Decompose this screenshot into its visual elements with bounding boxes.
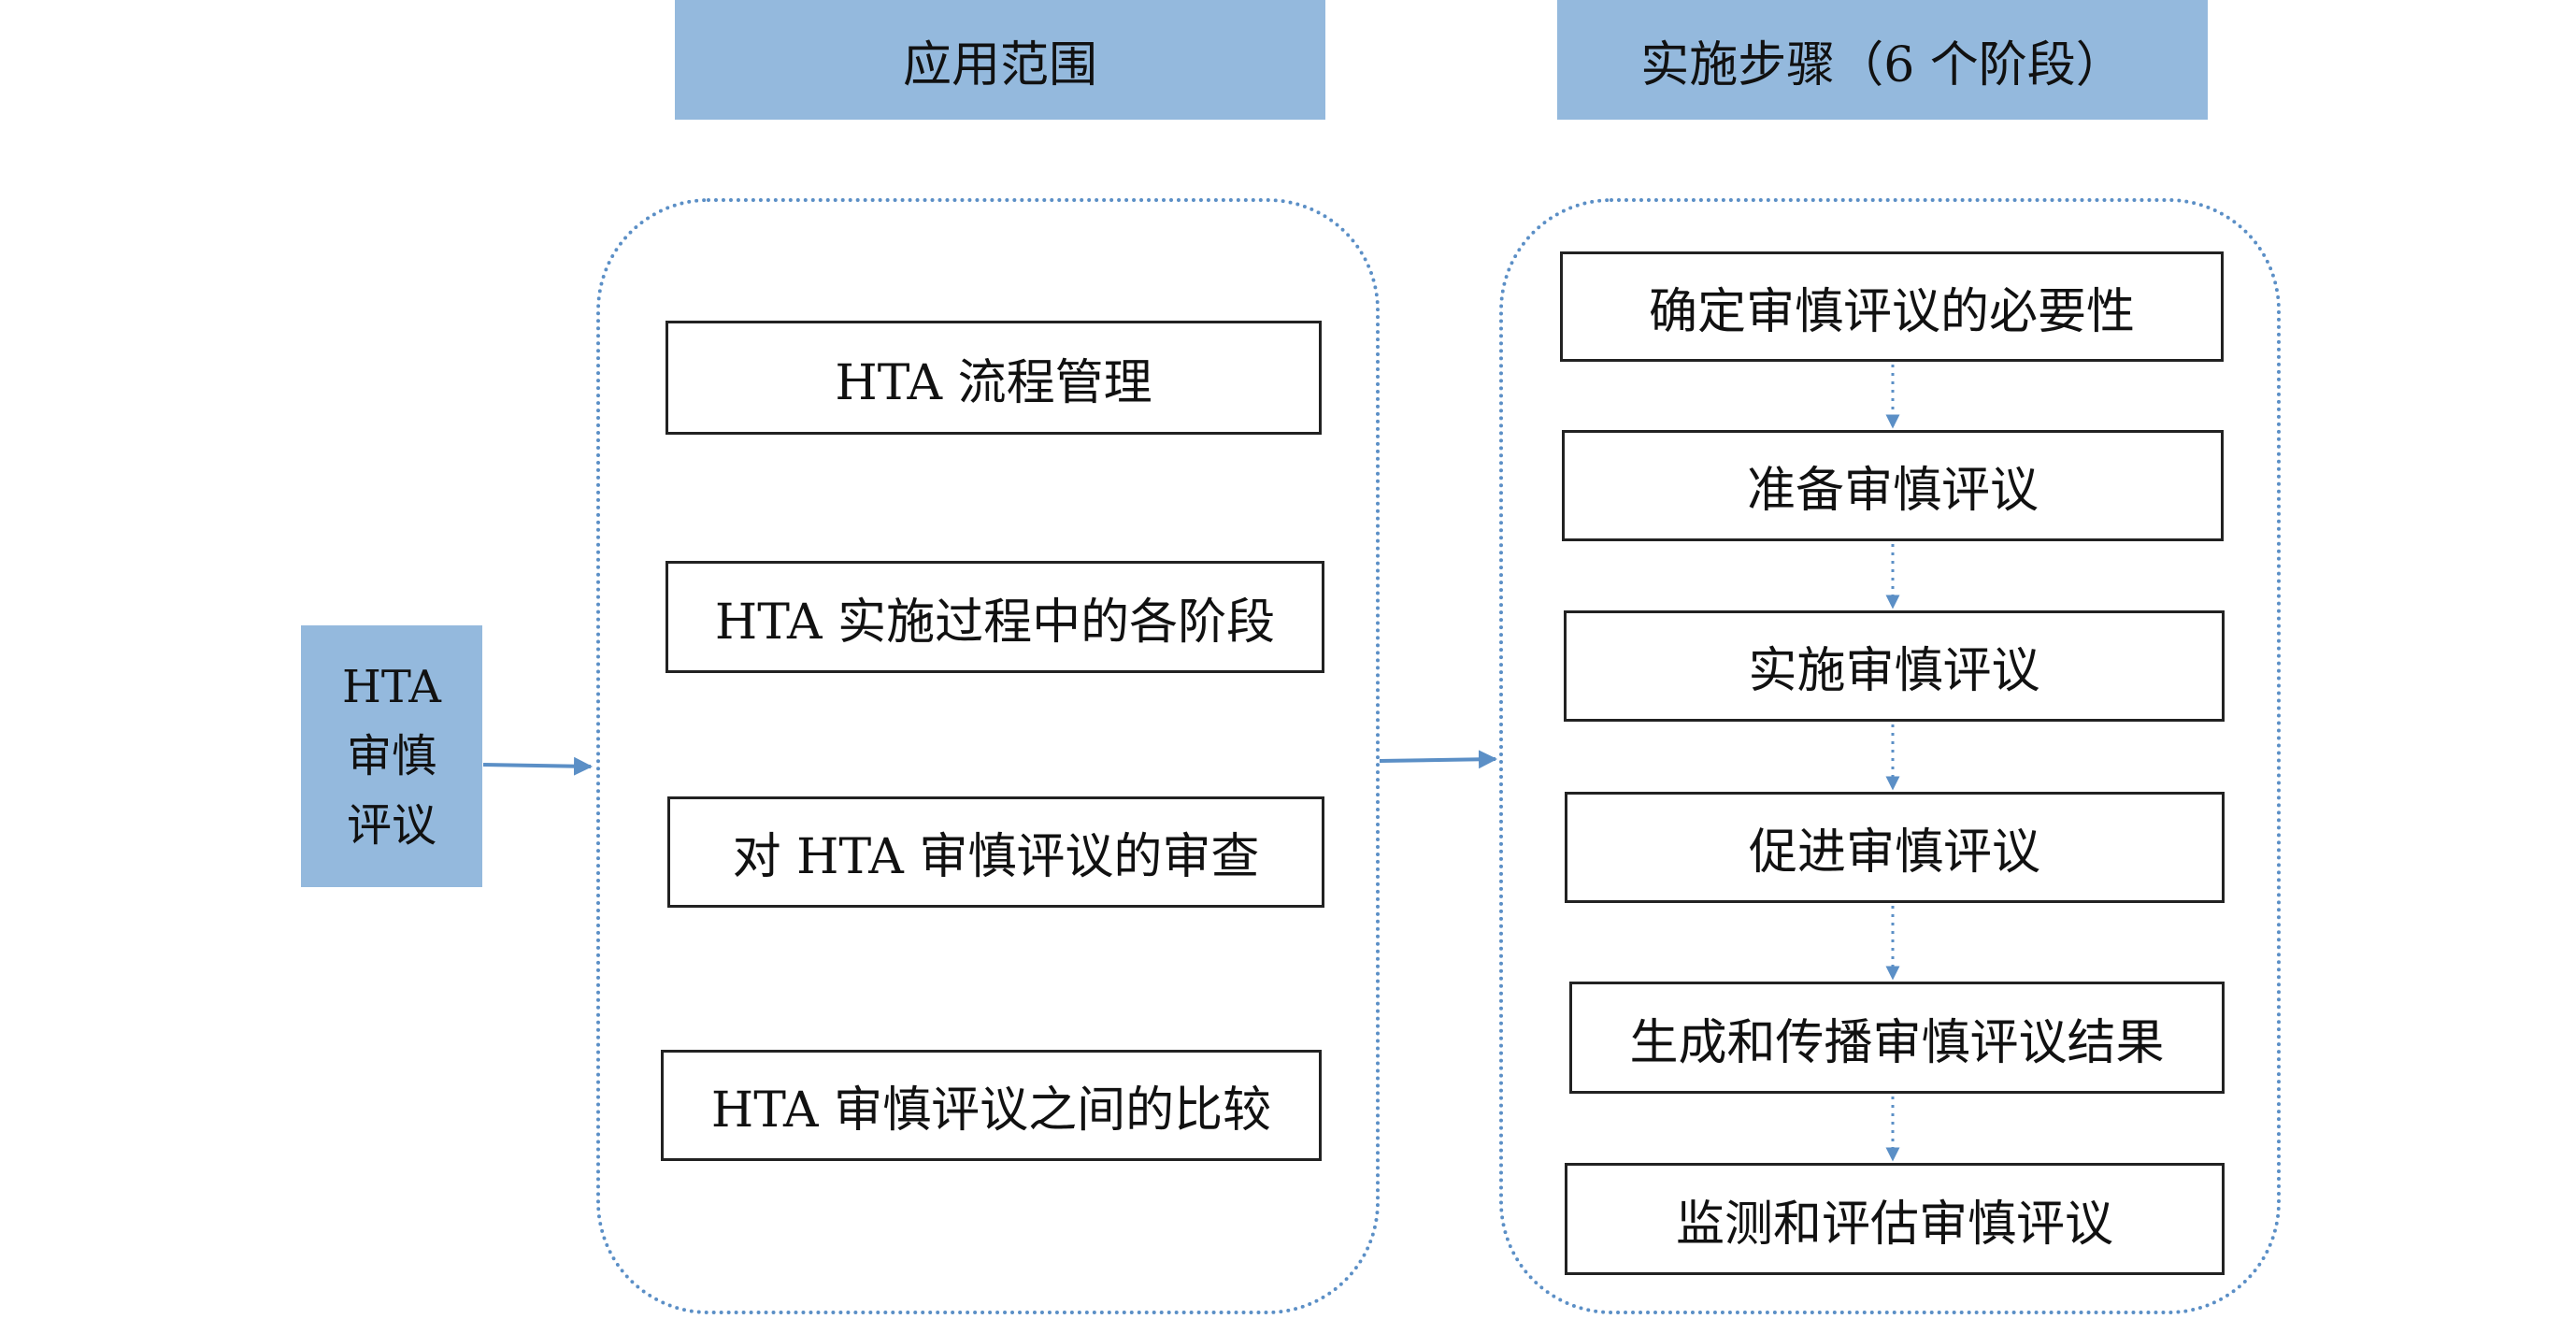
root-label-line3: 评议 xyxy=(346,799,436,852)
step-2-box: 准备审慎评议 xyxy=(1562,430,2224,541)
step-5-box: 生成和传播审慎评议结果 xyxy=(1569,982,2225,1094)
root-label-line2: 审慎 xyxy=(346,730,436,782)
arrow-scope-to-steps xyxy=(1379,750,1497,769)
step-3-box: 实施审慎评议 xyxy=(1564,610,2225,722)
scope-group xyxy=(596,198,1380,1314)
arrow-root-to-scope xyxy=(482,756,593,776)
step-4-box: 促进审慎评议 xyxy=(1565,792,2225,903)
step-6-box: 监测和评估审慎评议 xyxy=(1565,1163,2225,1275)
root-node: HTA 审慎 评议 xyxy=(301,625,482,887)
steps-header: 实施步骤（6 个阶段） xyxy=(1557,0,2208,120)
step-1-box: 确定审慎评议的必要性 xyxy=(1560,251,2224,362)
scope-item-implementation-stages: HTA 实施过程中的各阶段 xyxy=(665,561,1324,673)
scope-header: 应用范围 xyxy=(675,0,1325,120)
root-label-line1: HTA xyxy=(342,661,441,713)
scope-item-review-audit: 对 HTA 审慎评议的审查 xyxy=(667,796,1324,908)
steps-group xyxy=(1499,198,2281,1314)
scope-item-process-management: HTA 流程管理 xyxy=(665,321,1322,435)
scope-item-review-comparison: HTA 审慎评议之间的比较 xyxy=(661,1050,1322,1161)
